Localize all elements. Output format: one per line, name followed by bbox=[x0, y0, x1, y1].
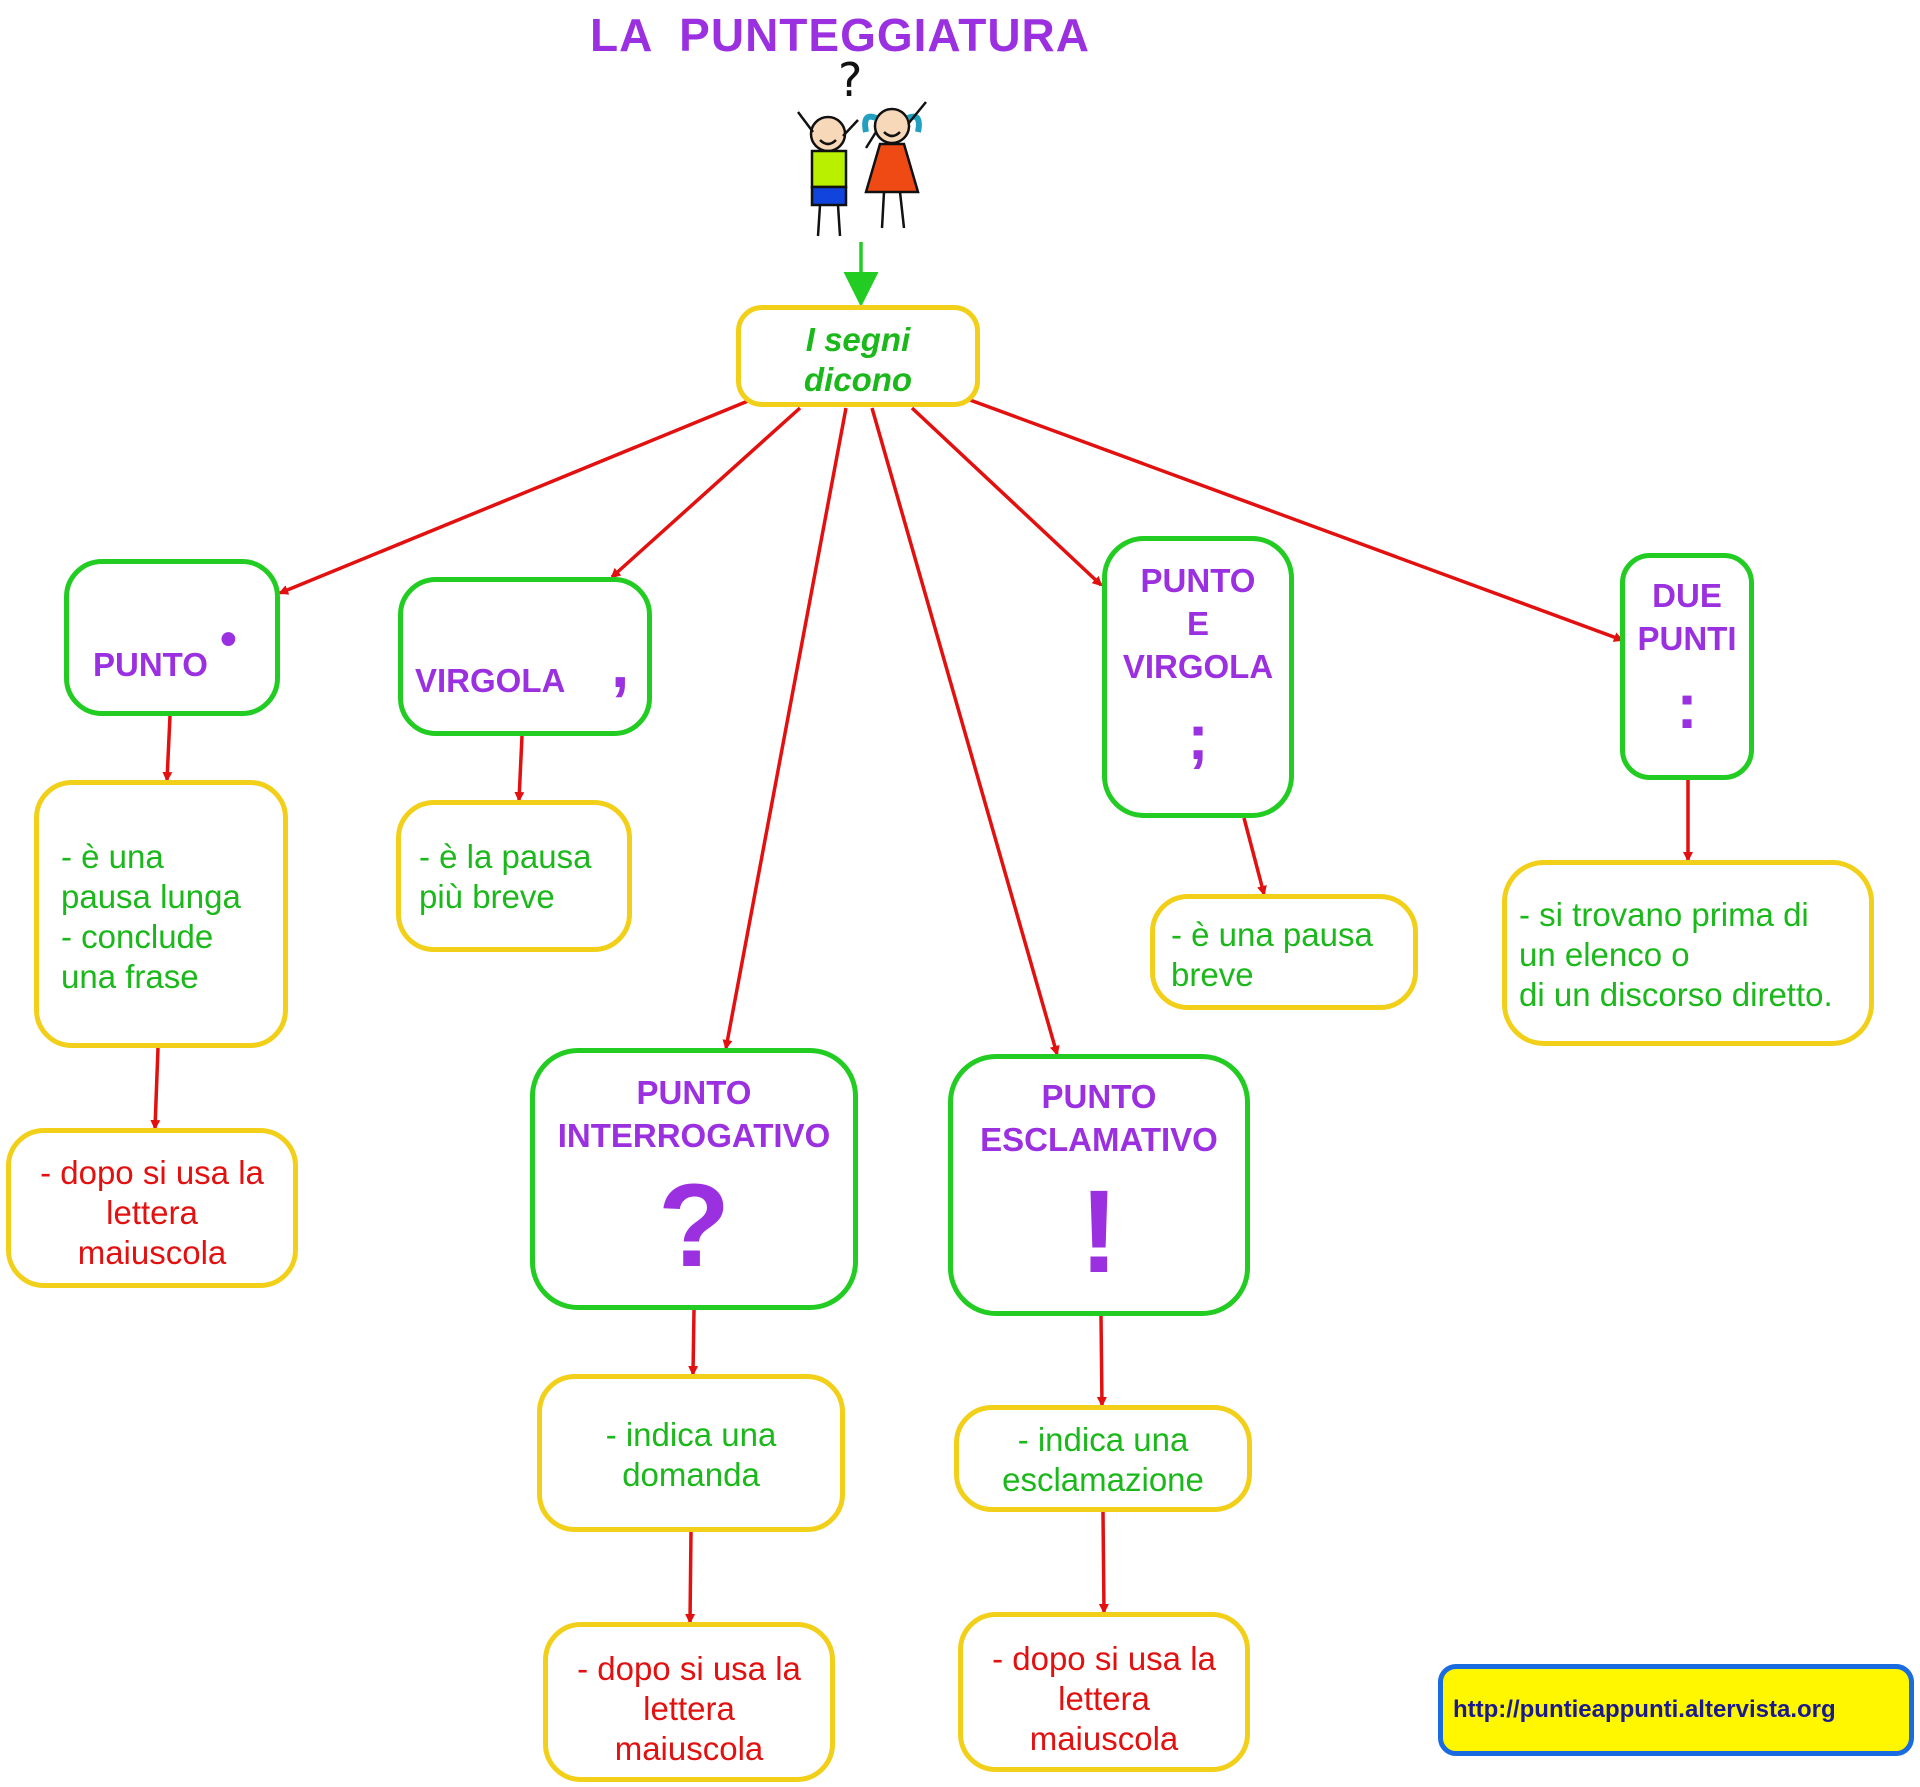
desc-punto: - è una pausa lunga - conclude una frase bbox=[34, 780, 288, 1048]
node-esclamativo-symbol: ! bbox=[1079, 1166, 1119, 1298]
node-virgola-name: VIRGOLA bbox=[415, 662, 566, 699]
note-punto: - dopo si usa la lettera maiuscola bbox=[6, 1128, 298, 1288]
node-punto-symbol: • bbox=[220, 613, 237, 666]
node-punto-e-virgola: PUNTO E VIRGOLA ; bbox=[1102, 536, 1294, 818]
arrow-root-to-punto bbox=[278, 399, 749, 595]
arrow-esclamativodesc-to-note bbox=[1098, 1511, 1109, 1614]
svg-text:?: ? bbox=[838, 58, 862, 107]
node-due-punti: DUE PUNTI : bbox=[1620, 553, 1754, 780]
note-interrogativo-text: - dopo si usa la lettera maiuscola bbox=[577, 1650, 801, 1767]
node-punto-name: PUNTO bbox=[93, 646, 208, 683]
note-punto-interrogativo: - dopo si usa la lettera maiuscola bbox=[543, 1622, 835, 1782]
arrow-root-to-interrogativo bbox=[722, 407, 848, 1050]
arrow-puntodesc-to-note bbox=[150, 1047, 161, 1130]
arrow-virgola-to-desc bbox=[514, 735, 525, 802]
note-punto-esclamativo: - dopo si usa la lettera maiuscola bbox=[958, 1612, 1250, 1772]
arrow-root-to-puntoevirgola bbox=[910, 406, 1103, 587]
node-puntoevirgola-name: PUNTO E VIRGOLA bbox=[1122, 562, 1274, 685]
desc-duepunti-text: - si trovano prima di un elenco o di un … bbox=[1519, 896, 1833, 1013]
node-duepunti-name: DUE PUNTI bbox=[1637, 577, 1737, 657]
node-virgola-symbol: , bbox=[611, 627, 630, 701]
desc-punto-interrogativo: - indica una domanda bbox=[537, 1374, 845, 1532]
note-esclamativo-text: - dopo si usa la lettera maiuscola bbox=[992, 1640, 1216, 1757]
desc-punto-esclamativo: - indica una esclamazione bbox=[954, 1405, 1252, 1512]
node-punto: PUNTO • bbox=[64, 559, 280, 716]
desc-due-punti: - si trovano prima di un elenco o di un … bbox=[1502, 860, 1874, 1046]
node-esclamativo-name: PUNTO ESCLAMATIVO bbox=[980, 1078, 1218, 1158]
node-duepunti-symbol: : bbox=[1676, 670, 1698, 742]
arrow-punto-to-desc bbox=[162, 715, 173, 782]
desc-punto-e-virgola: - è una pausa breve bbox=[1150, 894, 1418, 1010]
arrow-root-to-esclamativo bbox=[870, 407, 1060, 1056]
root-node: I segni dicono bbox=[736, 305, 980, 407]
desc-virgola: - è la pausa più breve bbox=[396, 800, 632, 952]
desc-puntoevirgola-text: - è una pausa breve bbox=[1171, 916, 1373, 993]
node-puntoevirgola-symbol: ; bbox=[1187, 701, 1209, 773]
site-url-link[interactable]: http://puntieappunti.altervista.org bbox=[1438, 1664, 1914, 1756]
desc-virgola-text: - è la pausa più breve bbox=[419, 838, 592, 915]
arrow-puntoevirgola-to-desc bbox=[1242, 817, 1267, 896]
page-title: LA PUNTEGGIATURA bbox=[590, 9, 1090, 61]
desc-esclamativo-text: - indica una esclamazione bbox=[1002, 1421, 1204, 1498]
children-illustration: ? bbox=[797, 58, 927, 237]
node-interrogativo-name: PUNTO INTERROGATIVO bbox=[557, 1074, 831, 1154]
arrow-esclamativo-to-desc bbox=[1096, 1315, 1107, 1407]
arrow-root-to-duepunti bbox=[969, 398, 1624, 642]
arrow-root-to-virgola bbox=[610, 406, 802, 579]
node-virgola: VIRGOLA , bbox=[398, 577, 652, 736]
node-punto-interrogativo: PUNTO INTERROGATIVO ? bbox=[530, 1048, 858, 1310]
arrow-interrogativo-to-desc bbox=[688, 1309, 699, 1376]
node-interrogativo-symbol: ? bbox=[657, 1160, 731, 1292]
desc-interrogativo-text: - indica una domanda bbox=[605, 1416, 777, 1493]
root-label: I segni dicono bbox=[803, 321, 913, 398]
arrow-interrogativodesc-to-note bbox=[685, 1531, 696, 1624]
node-punto-esclamativo: PUNTO ESCLAMATIVO ! bbox=[948, 1054, 1250, 1316]
note-punto-text: - dopo si usa la lettera maiuscola bbox=[40, 1154, 264, 1271]
desc-punto-text: - è una pausa lunga - conclude una frase bbox=[61, 838, 241, 995]
